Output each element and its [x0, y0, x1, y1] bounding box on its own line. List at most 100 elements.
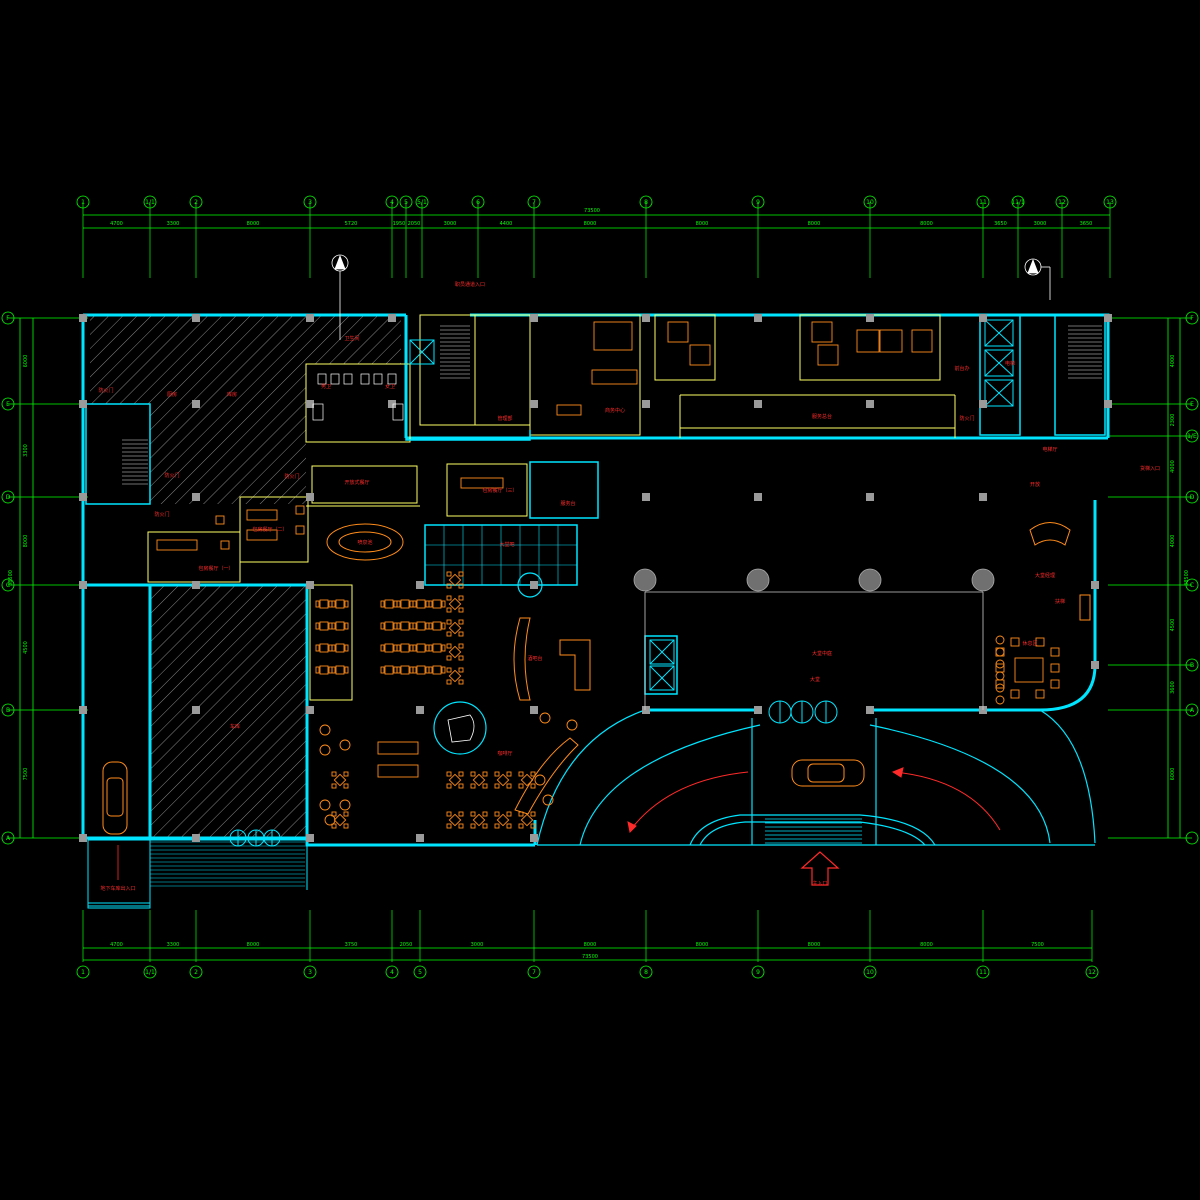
label-men: 男卫 [321, 384, 331, 390]
armchair [319, 724, 331, 736]
top-dimension-value: 8000 [808, 221, 821, 227]
chair [331, 666, 336, 674]
top-dimension-value: 8000 [920, 221, 933, 227]
label-service-lobby: 服务总台 [812, 413, 832, 420]
label-private-room-2: 包房餐厅（二） [252, 526, 287, 533]
armchair [339, 799, 351, 811]
chair [331, 622, 336, 630]
dining-table [400, 665, 410, 675]
structural-column [79, 314, 87, 322]
chair [482, 811, 488, 817]
chair [215, 515, 225, 525]
structural-column [866, 493, 874, 501]
right-axis-label: F [1190, 315, 1194, 322]
garage-car-icon [102, 761, 128, 835]
chair [446, 643, 452, 649]
dining-table [319, 643, 329, 653]
toilet-fixtures [312, 373, 404, 421]
hatched-kitchen-area-left [90, 314, 198, 404]
top-axis-bubble [976, 195, 990, 209]
toilet-fixture [343, 373, 353, 385]
right-dimension-value: 2300 [1170, 414, 1176, 427]
chair [343, 823, 349, 829]
top-dimension-value: 4400 [500, 221, 513, 227]
dining-table [416, 621, 426, 631]
label-rest-area: 休息区 [1022, 640, 1037, 647]
chair [458, 595, 464, 601]
workstation [811, 321, 833, 343]
structural-column [754, 493, 762, 501]
chair [518, 783, 524, 789]
chair [295, 505, 305, 515]
chair [458, 607, 464, 613]
label-underground-entrance: 地下车库出入口 [100, 885, 135, 892]
structural-column [530, 581, 538, 589]
right-axis-label: B [1190, 662, 1194, 669]
structural-column [979, 493, 987, 501]
label-lobby: 大堂 [810, 676, 820, 683]
bottom-axis-label: 11 [979, 969, 987, 976]
right-axis-label: C [1190, 582, 1194, 589]
cafe-table [448, 573, 462, 587]
label-toilet: 卫生间 [344, 335, 359, 342]
armchair [1050, 647, 1060, 657]
structural-column [192, 314, 200, 322]
structural-column [192, 834, 200, 842]
bottom-axis-bubble [303, 965, 317, 979]
chair [506, 771, 512, 777]
chair [458, 631, 464, 637]
chair [482, 823, 488, 829]
left-axis-label: F [6, 315, 10, 322]
top-dimension-value: 2050 [408, 221, 421, 227]
structural-column [416, 581, 424, 589]
chair [343, 771, 349, 777]
chair [315, 622, 320, 630]
dining-table [335, 665, 345, 675]
label-business-center: 商务中心 [605, 407, 625, 414]
left-dimension-value: 3300 [23, 444, 29, 457]
workstation [689, 344, 711, 366]
chair [506, 823, 512, 829]
bottom-dimension-value: 2050 [400, 942, 413, 948]
cafe-table [520, 813, 534, 827]
top-axis-bubble [189, 195, 203, 209]
chair [428, 622, 433, 630]
label-fire-door-3: 防火门 [154, 511, 169, 518]
toilet-fixture [373, 373, 383, 385]
structural-column [866, 706, 874, 714]
label-service-counter: 服务台 [560, 500, 575, 507]
chair [220, 540, 230, 550]
conference-table [460, 477, 504, 489]
chair [441, 622, 446, 630]
dining-table [319, 621, 329, 631]
label-freight-entry: 货梯入口 [1140, 465, 1160, 472]
chair [428, 644, 433, 652]
cafe-table [472, 773, 486, 787]
structural-column [530, 834, 538, 842]
chair [446, 583, 452, 589]
structural-column [754, 314, 762, 322]
top-axis-label: 4 [390, 199, 394, 206]
chair [315, 666, 320, 674]
top-axis-bubble [527, 195, 541, 209]
chair [446, 571, 452, 577]
left-axis-label: D [6, 494, 11, 501]
structural-column [530, 314, 538, 322]
chair [331, 783, 337, 789]
bottom-axis-label: 4 [390, 969, 394, 976]
bottom-axis-bubble [751, 965, 765, 979]
chair [458, 643, 464, 649]
bottom-axis-label: 12 [1088, 969, 1096, 976]
chair [446, 667, 452, 673]
top-dimension-value: 3300 [167, 221, 180, 227]
bottom-axis-bubble [527, 965, 541, 979]
left-dimension-value: 8000 [23, 535, 29, 548]
cafe-table [496, 813, 510, 827]
right-axis-bubble [1185, 831, 1199, 845]
right-dimension-value: 6000 [1170, 768, 1176, 781]
bottom-dimension-value: 8000 [584, 942, 597, 948]
top-axis-bubble [385, 195, 399, 209]
chair [343, 783, 349, 789]
dining-table [400, 599, 410, 609]
